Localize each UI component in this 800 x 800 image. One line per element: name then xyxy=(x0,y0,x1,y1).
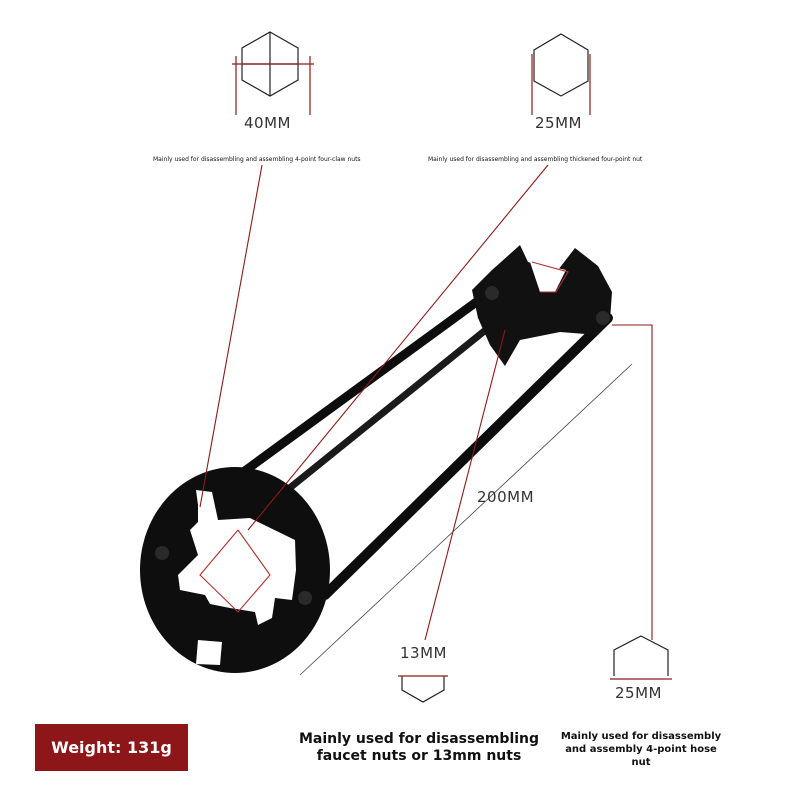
leader-lines xyxy=(199,164,653,641)
hex-nut-25mm-bottom-icon xyxy=(610,635,672,680)
dim-label-40mm: 40MM xyxy=(244,114,291,132)
caption-faucet-line2: faucet nuts or 13mm nuts xyxy=(316,748,522,764)
desc-thickened: Mainly used for disassembling and assemb… xyxy=(428,156,643,163)
caption-hose-line2: and assembly 4-point hose xyxy=(565,744,717,755)
caption-hose: Mainly used for disassembly and assembly… xyxy=(555,730,727,769)
caption-hose-line1: Mainly used for disassembly xyxy=(560,731,722,742)
dim-label-25mm-top: 25MM xyxy=(535,114,582,132)
desc-four-claw: Mainly used for disassembling and assemb… xyxy=(153,156,361,163)
dim-label-200mm: 200MM xyxy=(477,488,535,506)
dim-label-25mm-bottom: 25MM xyxy=(615,684,662,702)
dim-label-13mm: 13MM xyxy=(400,644,447,662)
length-dimension-line xyxy=(299,363,633,676)
hex-nut-13mm-icon xyxy=(398,675,448,703)
hex-nut-25mm-top-icon xyxy=(531,33,591,115)
wrench-tool xyxy=(140,245,613,673)
caption-faucet: Mainly used for disassembling faucet nut… xyxy=(285,731,553,765)
caption-hose-line3: nut xyxy=(631,757,651,768)
hex-nut-40mm-icon xyxy=(232,31,314,115)
caption-faucet-line1: Mainly used for disassembling xyxy=(298,731,540,747)
weight-badge: Weight: 131g xyxy=(35,724,188,771)
